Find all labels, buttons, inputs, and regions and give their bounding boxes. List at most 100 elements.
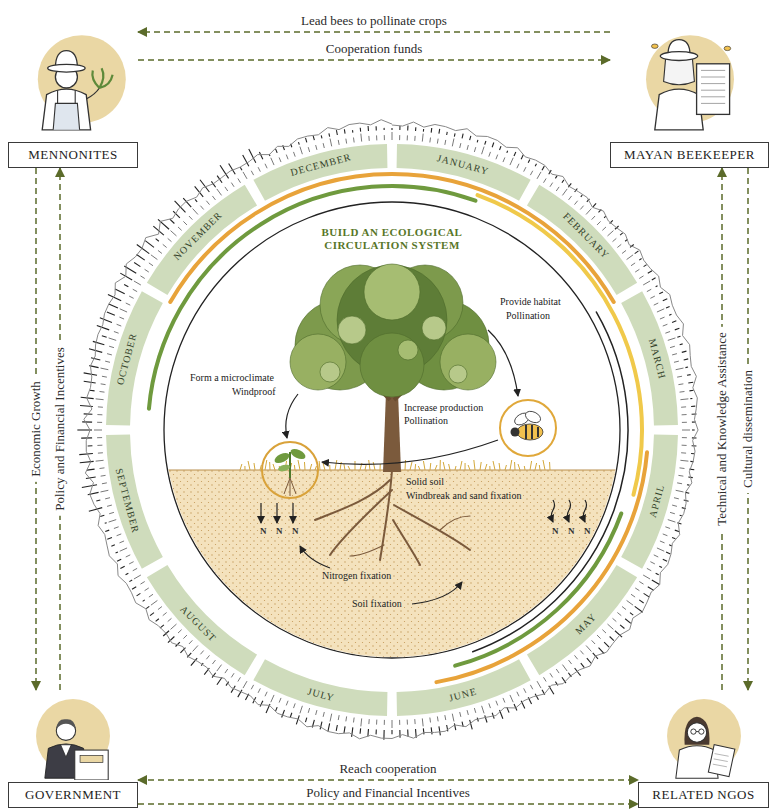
data-bar [336, 130, 338, 135]
scale-tick [635, 269, 639, 272]
scale-tick [251, 685, 253, 689]
data-bar [132, 587, 136, 590]
cycle-arrows-part [322, 440, 498, 464]
scale-tick [140, 276, 144, 279]
data-bar [663, 559, 667, 561]
data-bar [542, 166, 544, 170]
data-bar [143, 600, 145, 601]
data-bar [431, 727, 433, 734]
grass-blade [273, 464, 275, 470]
process-label: Solid soil [404, 476, 446, 488]
data-bar [87, 469, 95, 471]
data-bar [635, 251, 639, 254]
scale-tick [660, 541, 665, 543]
data-bar [344, 129, 346, 133]
data-bar [298, 142, 300, 145]
scale-tick [392, 132, 393, 140]
grass-blade [493, 461, 495, 470]
grass-blade [455, 466, 456, 470]
grass-blade [430, 463, 432, 470]
scale-tick [407, 135, 408, 140]
grass-blade [244, 466, 245, 470]
data-bar [360, 728, 362, 733]
flow-connector [138, 59, 610, 61]
data-bar [610, 637, 614, 641]
scale-tick [353, 138, 355, 143]
data-bar [604, 642, 609, 647]
scale-tick [109, 338, 117, 340]
actor-illustration-part [80, 755, 103, 762]
actor-illustration-part [684, 717, 709, 745]
data-bar [639, 258, 641, 260]
actor-illustration-part [75, 750, 108, 780]
scale-tick [151, 255, 157, 260]
data-bar [528, 160, 530, 163]
data-bar [635, 606, 643, 612]
scale-tick [437, 139, 439, 144]
seedling-circle-part [284, 478, 296, 496]
actor-node: RELATED NGOS [638, 690, 769, 808]
data-bar [360, 128, 362, 132]
scale-tick [524, 688, 526, 692]
nitrogen-mark: N [550, 526, 561, 537]
data-bar [328, 723, 330, 731]
season-arcs [149, 174, 647, 682]
scale-tick [562, 189, 567, 195]
scale-tick [524, 167, 526, 171]
data-bar [88, 445, 93, 446]
scale-tick [129, 296, 133, 298]
scale-tick [145, 269, 149, 272]
scale-tick [674, 498, 679, 499]
data-bar [648, 587, 654, 591]
grass-blade [489, 466, 490, 470]
connector-label: Reach cooperation [339, 761, 436, 777]
data-bar [102, 336, 107, 338]
bee-circle-part [500, 400, 556, 456]
scale-tick [109, 520, 117, 522]
scale-tick [608, 231, 614, 236]
connector-label: Policy and Financial Incentives [306, 785, 470, 801]
grass-blade [373, 462, 375, 470]
scale-tick [437, 716, 439, 721]
grass-blade [348, 466, 350, 470]
scale-tick [286, 155, 288, 160]
scale-tick [119, 317, 124, 319]
scale-tick [575, 655, 578, 659]
scale-tick [608, 624, 614, 629]
data-bar [454, 133, 456, 136]
actor-illustration-part [48, 64, 85, 72]
actor-illustration-part [698, 729, 703, 734]
cycle-arrows-part [300, 546, 330, 568]
scale-tick [353, 718, 355, 723]
data-bar [506, 151, 508, 153]
data-bar [109, 304, 118, 308]
grass-blade [435, 465, 437, 470]
data-bar [630, 613, 633, 615]
grass-blade [254, 463, 255, 470]
tick-ring [77, 120, 698, 740]
month-segment [106, 435, 163, 569]
data-bar [535, 694, 538, 700]
scale-tick [489, 703, 491, 708]
data-bar [105, 530, 109, 531]
tree-crown-part [360, 333, 424, 397]
seedling-circle-part [273, 451, 291, 465]
scale-tick [206, 201, 209, 205]
data-bar [328, 133, 330, 136]
scale-tick [467, 710, 468, 715]
scale-tick [360, 134, 362, 142]
scale-tick [452, 139, 454, 147]
scale-tick [217, 665, 222, 671]
grass-blade [240, 464, 242, 470]
grass-blade [485, 464, 487, 470]
scale-tick [678, 383, 683, 385]
grass-blade [310, 464, 312, 470]
scale-tick [294, 152, 296, 157]
data-bar [690, 398, 692, 399]
grass-blade [410, 462, 412, 470]
scale-tick [460, 143, 461, 148]
data-bar [656, 286, 658, 287]
month-segment [621, 435, 678, 569]
